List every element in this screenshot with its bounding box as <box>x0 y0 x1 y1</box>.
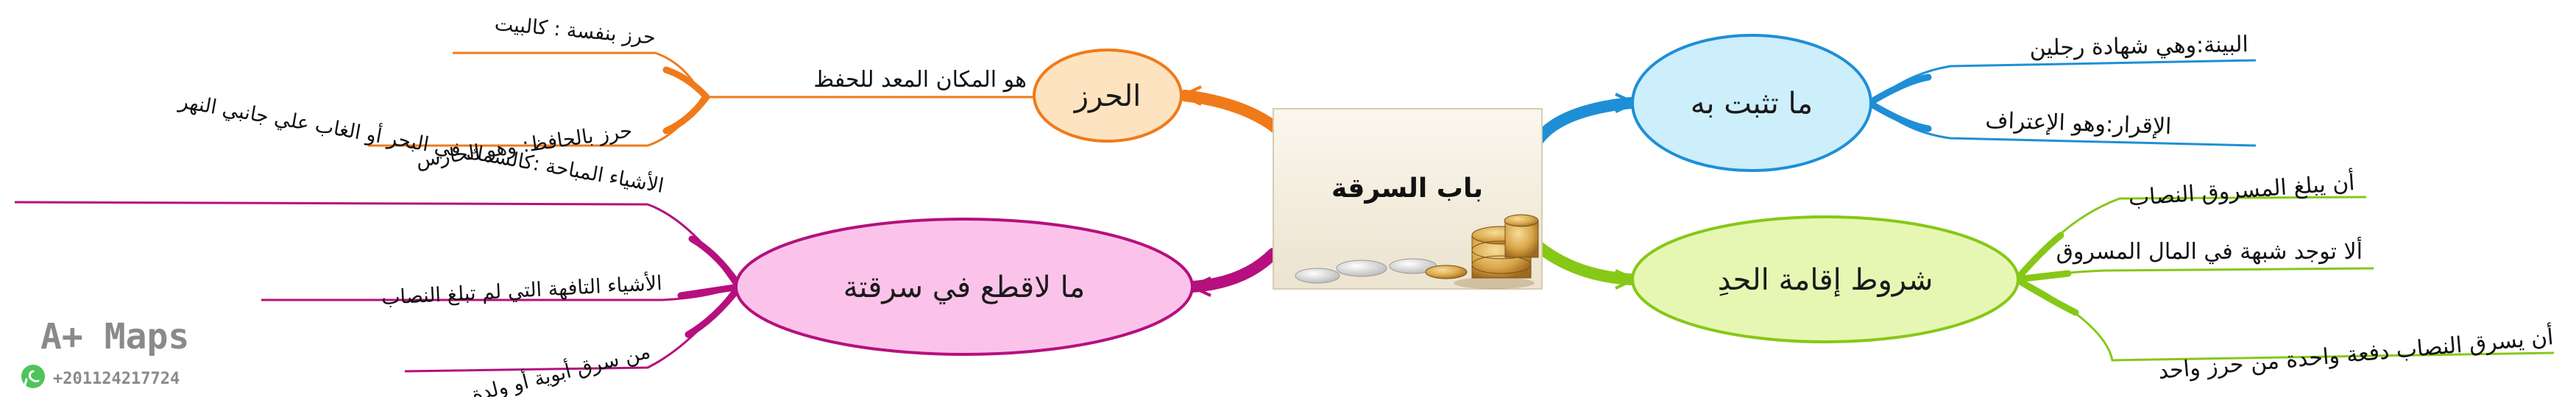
branch-line-hirz <box>453 51 704 98</box>
branch-root-hirz <box>662 66 710 135</box>
topic-conditions[interactable]: شروط إقامة الحدِ <box>1631 215 2020 343</box>
connector-hirz <box>1179 90 1283 135</box>
subtopic-proof-1[interactable]: البينة:وهي شهادة رجلين <box>2029 32 2248 61</box>
subtopic-conditions-1[interactable]: أن يبلغ المسروق النصاب <box>2127 167 2355 211</box>
brand-watermark: A+ Maps +201124217724 <box>21 316 189 389</box>
topic-hirz[interactable]: الحرز <box>1033 49 1183 143</box>
topic-hirz-label: الحرز <box>1073 79 1142 113</box>
branch-line-conditions <box>2019 196 2367 280</box>
branch-line-proof <box>1872 59 2257 104</box>
subtopic-conditions-2[interactable]: ألا توجد شبهة في المال المسروق <box>2056 236 2363 265</box>
subtopic-no-cut-2[interactable]: الأشياء التافهة التي لم تبلغ النصاب <box>381 270 662 310</box>
topic-proof-label: ما تثبت به <box>1691 87 1813 121</box>
connector-conditions <box>1532 240 1636 285</box>
subtopic-conditions-3[interactable]: أن يسرق النصاب دفعة واحدة من حرز واحد <box>2157 321 2555 385</box>
central-title: باب السرقة <box>1331 174 1483 204</box>
branch-root-conditions <box>2013 232 2079 316</box>
connector-proof <box>1532 97 1636 146</box>
topic-no-cut[interactable]: ما لاقطع في سرقتة <box>735 218 1194 356</box>
brand-phone: +201124217724 <box>53 370 180 388</box>
subtopic-no-cut-3[interactable]: من سرق أبوية أو ولدة <box>469 337 653 397</box>
topic-conditions-label: شروط إقامة الحدِ <box>1718 263 1933 297</box>
topic-proof[interactable]: ما تثبت به <box>1631 34 1872 172</box>
subtopic-hirz-1[interactable]: حرز بنفسة : كالبيت <box>494 12 657 49</box>
whatsapp-icon <box>21 365 45 389</box>
branch-root-proof <box>1866 74 1932 132</box>
connector-no-cut <box>1186 248 1279 293</box>
topic-no-cut-label: ما لاقطع في سرقتة <box>843 271 1085 304</box>
branch-root-no-cut <box>677 235 743 338</box>
subtopic-proof-2[interactable]: الإقرار:وهو الإعتراف <box>1985 107 2172 140</box>
subtopic-hirz-definition[interactable]: هو المكان المعد للحفظ <box>813 67 1027 93</box>
brand-name: A+ Maps <box>40 316 189 357</box>
branch-line-conditions <box>2020 267 2374 281</box>
coins-image <box>1295 214 1539 289</box>
central-topic[interactable]: باب السرقة <box>1273 108 1543 290</box>
